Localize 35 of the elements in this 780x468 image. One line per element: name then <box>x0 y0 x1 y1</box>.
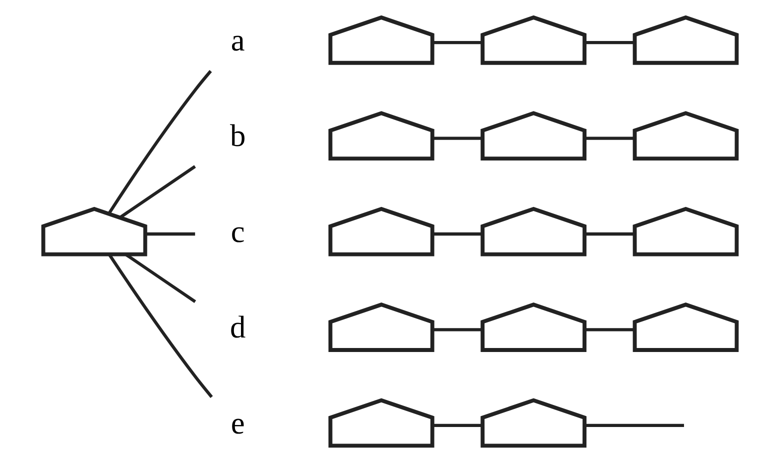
node-curve <box>480 302 586 352</box>
node-curve <box>632 111 739 161</box>
connector <box>108 70 212 214</box>
node-curve <box>480 15 586 65</box>
connector <box>584 424 684 427</box>
node-curve <box>41 206 148 256</box>
connector <box>119 165 196 219</box>
node-text: e <box>230 405 245 440</box>
connector <box>108 254 213 398</box>
connector <box>584 328 635 332</box>
connector <box>584 136 635 140</box>
node-text: d <box>230 310 246 345</box>
connector <box>432 328 483 332</box>
connector <box>145 232 196 236</box>
connector <box>584 232 635 236</box>
node-curve <box>328 302 434 352</box>
node-text: b <box>230 118 246 154</box>
node-text: a <box>230 22 245 58</box>
node-curve <box>328 398 434 448</box>
connector <box>432 41 483 44</box>
node-text: c <box>230 214 245 249</box>
connector <box>584 41 635 44</box>
connector <box>432 136 483 140</box>
node-curve <box>632 302 739 352</box>
connector <box>125 253 196 304</box>
node-curve <box>480 206 586 256</box>
connector <box>432 232 483 236</box>
node-curve <box>480 111 586 161</box>
node-curve <box>480 398 586 448</box>
node-curve <box>632 15 739 65</box>
node-curve <box>328 206 434 256</box>
connector <box>432 424 483 427</box>
node-curve <box>632 206 739 256</box>
node-curve <box>328 15 434 65</box>
node-curve <box>328 111 434 161</box>
